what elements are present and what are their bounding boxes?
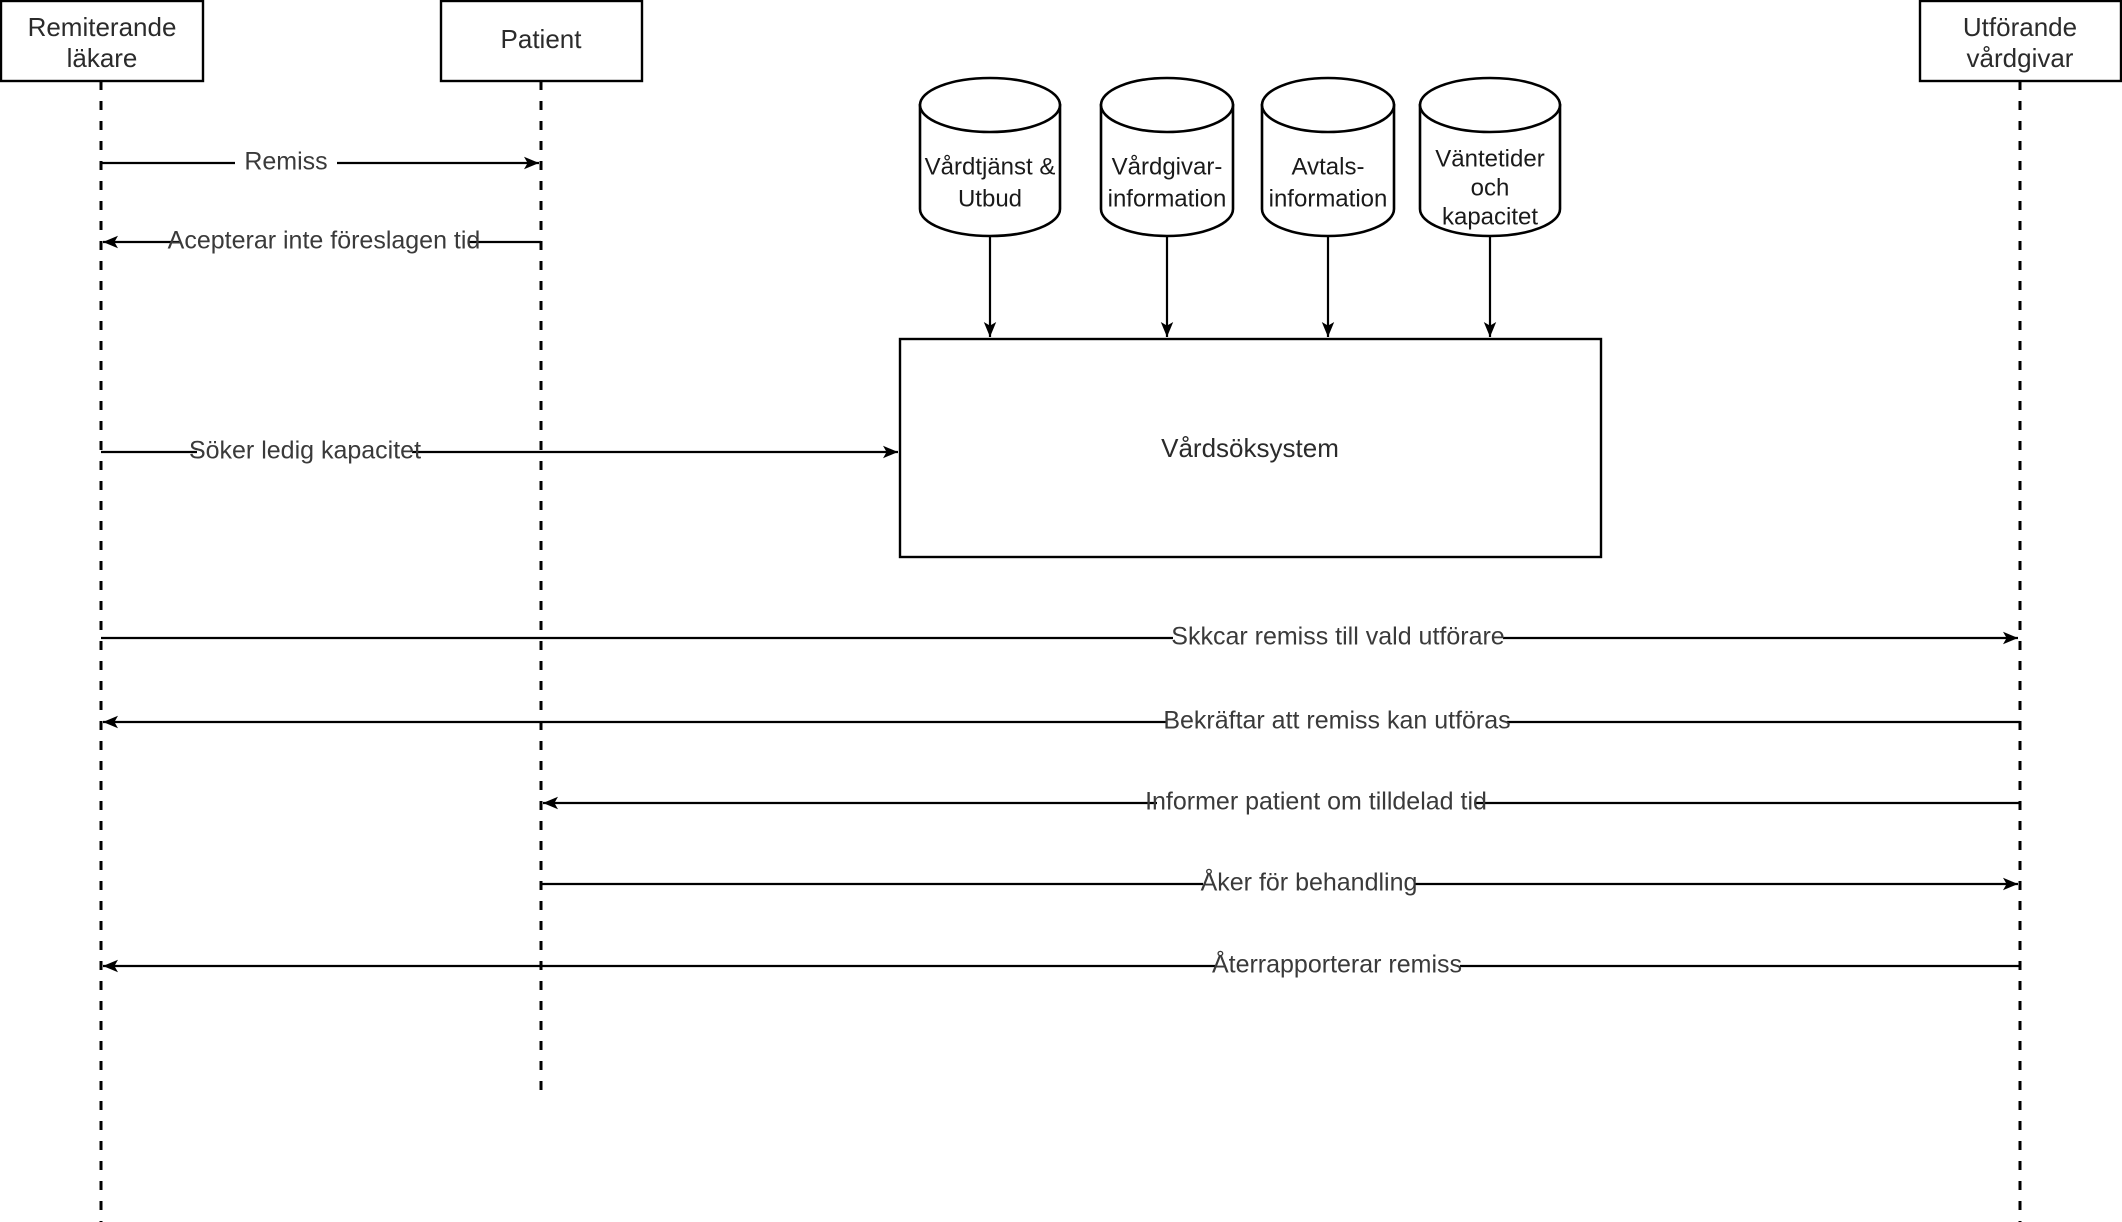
message-remiss-label: Remiss [244,148,327,176]
data-store-vardtjanst-label-line1: Vårdtjänst & [925,153,1056,180]
data-store-avtals-label-line2: information [1269,185,1388,212]
actor-utforande-label-line2: vårdgivar [1967,43,2074,73]
message-skkcar-remiss-till-vald-utforare[interactable]: Skkcar remiss till vald utförare [101,623,2018,653]
actor-utforande[interactable]: Utförande vårdgivar [1918,0,2122,83]
system-box-label: Vårdsöksystem [1161,433,1339,463]
data-store-vardtjanst-label-line2: Utbud [958,185,1022,212]
message-bekraftar-att-remiss-kan-utforas[interactable]: Bekräftar att remiss kan utföras [103,707,2020,737]
message-aterrapporterar-remiss-label: Återrapporterar remiss [1212,949,1462,979]
data-store-vardtjanst[interactable]: Vårdtjänst & Utbud [918,76,1062,238]
data-store-vantetider-label-line1: Väntetider [1435,145,1544,172]
message-informer-patient-om-tilldelad-tid-label: Informer patient om tilldelad tid [1145,788,1487,816]
actor-remitterande-label-line1: Remiterande [28,12,177,42]
system-box-vardsoksystem[interactable]: Vårdsöksystem [898,337,1603,559]
message-aker-for-behandling[interactable]: Åker för behandling [541,867,2018,899]
data-store-vardgivar-label-line2: information [1108,185,1227,212]
message-aker-for-behandling-label: Åker för behandling [1201,867,1418,897]
data-store-avtals-label-line1: Avtals- [1292,153,1365,180]
actor-utforande-label-line1: Utförande [1963,12,2077,42]
actor-remitterande-label-line2: läkare [67,43,138,73]
actor-patient[interactable]: Patient [439,0,644,83]
data-store-vardgivar[interactable]: Vårdgivar- information [1099,76,1235,238]
data-store-vantetider-label-line3: kapacitet [1442,203,1538,230]
message-bekraftar-att-remiss-kan-utforas-label: Bekräftar att remiss kan utföras [1163,707,1510,735]
message-soker-ledig-kapacitet[interactable]: Söker ledig kapacitet [101,437,898,467]
message-acepterar-inte-foreslagen-tid-label: Acepterar inte föreslagen tid [168,227,481,255]
message-informer-patient-om-tilldelad-tid[interactable]: Informer patient om tilldelad tid [543,788,2020,818]
message-acepterar-inte-foreslagen-tid[interactable]: Acepterar inte föreslagen tid [103,227,541,257]
actor-remitterande[interactable]: Remiterande läkare [0,0,205,83]
data-store-vantetider-label-line2: och [1471,174,1510,201]
message-skkcar-remiss-till-vald-utforare-label: Skkcar remiss till vald utförare [1171,623,1504,651]
message-remiss[interactable]: Remiss [101,148,539,178]
data-store-vantetider[interactable]: Väntetider och kapacitet [1418,76,1562,238]
data-store-avtals[interactable]: Avtals- information [1260,76,1396,238]
message-aterrapporterar-remiss[interactable]: Återrapporterar remiss [103,949,2020,981]
data-store-vardgivar-label-line1: Vårdgivar- [1112,153,1223,180]
actor-patient-label-line1: Patient [501,24,583,54]
message-soker-ledig-kapacitet-label: Söker ledig kapacitet [189,437,421,465]
